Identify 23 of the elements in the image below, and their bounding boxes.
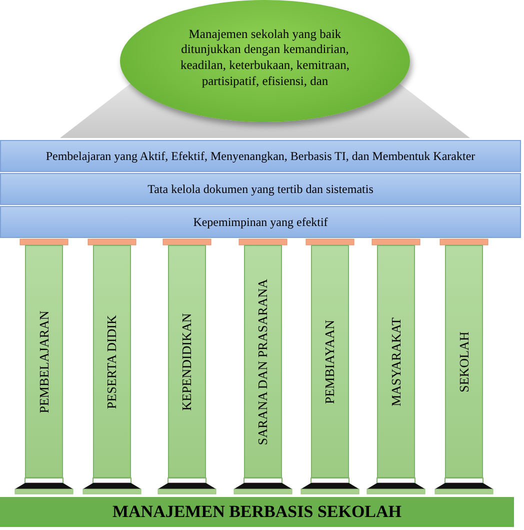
node-text: Pembelajaran yang Aktif, Efektif, Menyenangkan, Berbasis TI, dan Membentuk Karakter bbox=[46, 148, 476, 164]
pillar-label: PEMBELAJARAN bbox=[36, 310, 52, 413]
pillar-label: MASYARAKAT bbox=[388, 317, 404, 406]
roof-band bbox=[0, 173, 521, 205]
node-text: Tata kelola dokumen yang tertib dan sistematis bbox=[148, 182, 374, 196]
pillar-label: PESERTA DIDIK bbox=[104, 314, 120, 408]
roof-band bbox=[0, 140, 521, 172]
pillar bbox=[25, 245, 63, 478]
pillar bbox=[168, 245, 206, 478]
pillar-label: SARANA DAN PRASARANA bbox=[255, 278, 271, 445]
pillar bbox=[377, 245, 415, 478]
foundation-bar bbox=[0, 497, 514, 527]
pillar bbox=[244, 245, 282, 478]
pillar-label: KEPENDIDIKAN bbox=[179, 312, 195, 410]
node-text: MANAJEMEN BERBASIS SEKOLAH bbox=[112, 502, 402, 522]
node-text: Manajemen sekolah yang baik ditunjukkan dengan kemandirian, keadilan, keterbukaan, kemitraan, partisipatif, efisiensi, dan bbox=[179, 26, 351, 90]
roof-band bbox=[0, 206, 521, 238]
pillar-label: SEKOLAH bbox=[456, 331, 472, 392]
pillar bbox=[311, 245, 349, 478]
node-text: Kepemimpinan yang efektif bbox=[193, 214, 328, 230]
pillar-label: PEMBIAYAAN bbox=[322, 319, 338, 404]
pillar bbox=[93, 245, 131, 478]
pillar bbox=[445, 245, 483, 478]
